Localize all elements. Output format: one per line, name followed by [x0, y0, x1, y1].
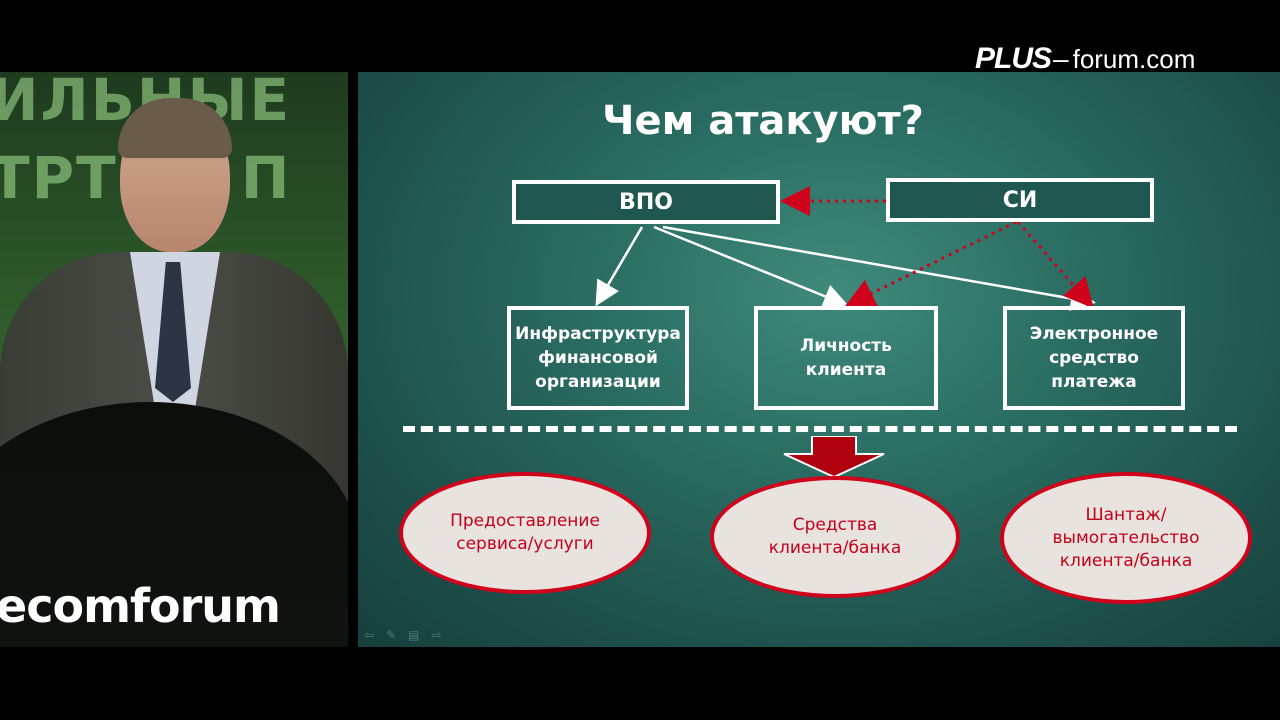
- arrow-vpo-to-infrastructure: [595, 226, 644, 307]
- box-vpo: ВПО: [512, 180, 780, 224]
- arrow-si-to-identity: [844, 220, 1017, 307]
- arrow-vpo-to-identity: [653, 225, 849, 309]
- ellipse-funds-label: Средства клиента/банка: [768, 515, 902, 558]
- ellipse-service: Предоставление сервиса/услуги: [399, 472, 651, 594]
- arrow-si-to-payment: [1016, 221, 1094, 309]
- next-slide-icon[interactable]: ⇨: [431, 628, 442, 642]
- prev-slide-icon[interactable]: ⇦: [364, 628, 375, 642]
- podium: [0, 402, 348, 647]
- slide-nav-controls[interactable]: ⇦ ✎ ▤ ⇨: [364, 628, 442, 642]
- arrow-vpo-to-payment: [662, 225, 1096, 311]
- menu-icon[interactable]: ▤: [408, 628, 420, 642]
- ellipse-extortion: Шантаж/ вымогательство клиента/банка: [1000, 472, 1252, 604]
- logo-brand: PLUS: [975, 42, 1052, 75]
- box-payment-instrument: Электронное средство платежа: [1003, 306, 1185, 410]
- down-arrow-icon: [783, 436, 885, 478]
- ellipse-service-label: Предоставление сервиса/услуги: [450, 511, 600, 554]
- dashed-separator: [403, 426, 1237, 432]
- ellipse-extortion-label: Шантаж/ вымогательство клиента/банка: [1052, 504, 1200, 571]
- ellipse-funds: Средства клиента/банка: [710, 476, 960, 598]
- slide-title: Чем атакуют?: [602, 98, 924, 144]
- pen-icon[interactable]: ✎: [386, 628, 397, 642]
- speaker-video: ИЛЬНЫЕ ТРТНИ П ecomforum: [0, 72, 348, 647]
- presentation-slide: Чем атакуют? ВПО СИ Инфраструктура финан…: [358, 72, 1280, 647]
- logo-separator: –: [1053, 43, 1069, 74]
- plus-forum-logo: PLUS – forum.com: [975, 42, 1195, 78]
- box-infrastructure: Инфраструктура финансовой организации: [507, 306, 689, 410]
- logo-domain: forum.com: [1072, 44, 1196, 74]
- diagram-connectors: [595, 186, 1096, 311]
- box-si: СИ: [886, 178, 1154, 222]
- box-client-identity: Личность клиента: [754, 306, 938, 410]
- podium-text: ecomforum: [0, 579, 281, 633]
